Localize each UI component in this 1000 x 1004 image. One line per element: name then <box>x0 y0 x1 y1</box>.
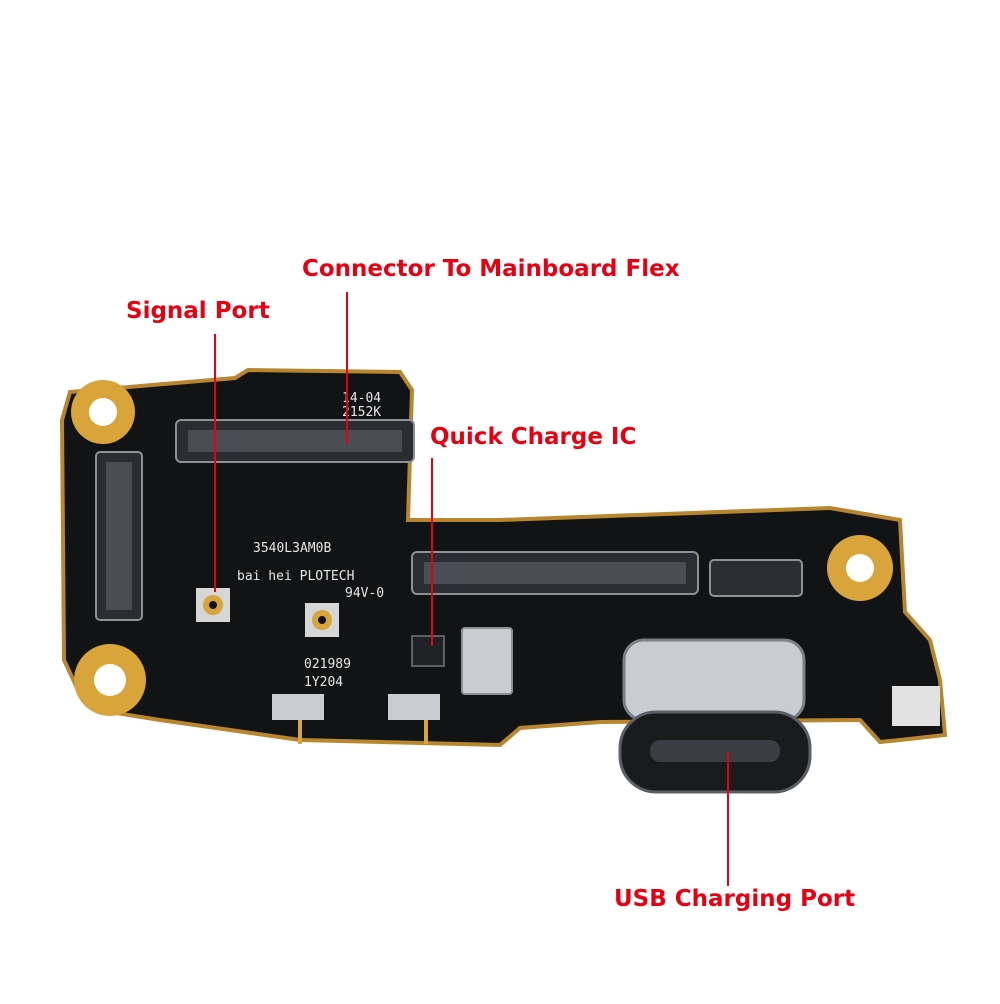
data-matrix-code <box>892 686 940 726</box>
silk-date-a: 14-04 <box>342 391 381 406</box>
silk-date-b: 2152K <box>342 405 381 420</box>
vertical-board-connector <box>95 451 143 621</box>
mount-hole-right <box>827 535 893 601</box>
signal-port-right <box>305 603 339 637</box>
silk-part-number: 3540L3AM0B <box>253 541 331 556</box>
quick-charge-ic <box>411 635 445 667</box>
silk-maker: bai hei PLOTECH <box>237 569 354 584</box>
top-flex-connector <box>175 419 415 463</box>
mount-hole-top-left <box>71 380 135 444</box>
small-connector <box>709 559 803 597</box>
spring-contact-right <box>388 694 440 744</box>
signal-port-left <box>196 588 230 622</box>
signal-port-annotation: Signal Port <box>126 298 270 324</box>
connector-leader-line <box>346 292 348 444</box>
spring-contact-left <box>272 694 324 744</box>
silk-code-a: 021989 <box>304 657 351 672</box>
silk-rating: 94V-0 <box>345 586 384 601</box>
connector-annotation: Connector To Mainboard Flex <box>302 256 680 282</box>
usb-leader-line <box>727 752 729 886</box>
mount-hole-bottom-left <box>74 644 146 716</box>
quick-charge-annotation: Quick Charge IC <box>430 424 637 450</box>
quick-charge-leader-line <box>431 458 433 646</box>
usb-port-annotation: USB Charging Port <box>614 886 856 912</box>
shield-can <box>461 627 513 695</box>
silk-code-b: 1Y204 <box>304 675 343 690</box>
middle-flex-connector <box>411 551 699 595</box>
signal-leader-line <box>214 334 216 592</box>
usb-c-port <box>618 638 812 794</box>
